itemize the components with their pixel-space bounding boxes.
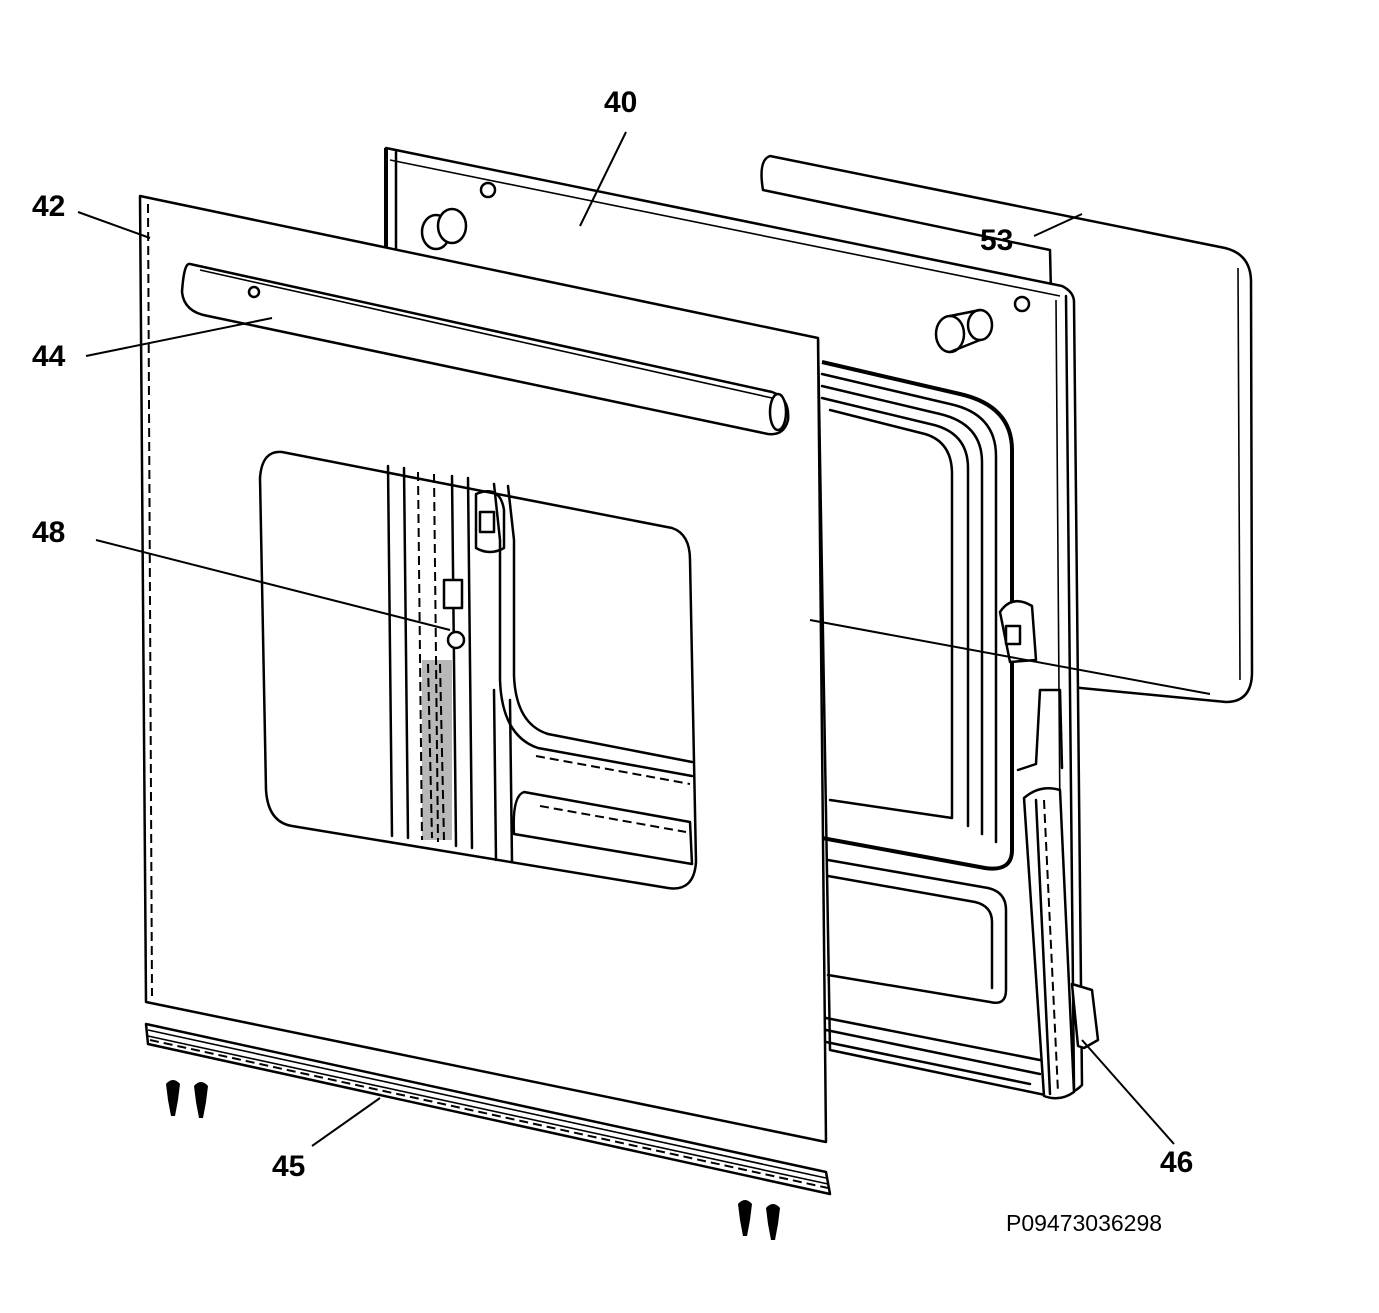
part-42-outer-door-panel [138,194,828,1144]
part-44-door-handle [180,262,790,436]
leader-53 [1033,213,1083,237]
part-40-inner-door-frame [384,146,1084,1098]
leader-lines [77,131,1211,1147]
leader-42 [77,211,151,239]
document-number: P09473036298 [1006,1210,1162,1236]
callout-40: 40 [604,86,637,119]
leader-46 [1081,1039,1175,1145]
viewing-window [258,450,698,890]
callout-44: 44 [32,340,66,373]
callout-46: 46 [1160,1146,1193,1179]
screw-pair-left [166,1080,208,1118]
screw-pair-right [738,1200,780,1240]
callout-48: 48 [32,516,65,549]
callout-45: 45 [272,1150,305,1183]
leader-44 [85,317,273,357]
part-53-glass-panel [760,154,1254,704]
part-45-bottom-trim [144,1022,832,1196]
leader-48b [809,619,1211,695]
callout-53: 53 [980,224,1013,257]
leader-40 [579,131,627,227]
leader-48 [95,539,451,631]
leader-45 [311,1097,381,1147]
part-46-side-strip [998,599,1100,1100]
hinge-pin-right [934,308,994,354]
callout-42: 42 [32,190,65,223]
hinge-pin-left [420,207,468,251]
